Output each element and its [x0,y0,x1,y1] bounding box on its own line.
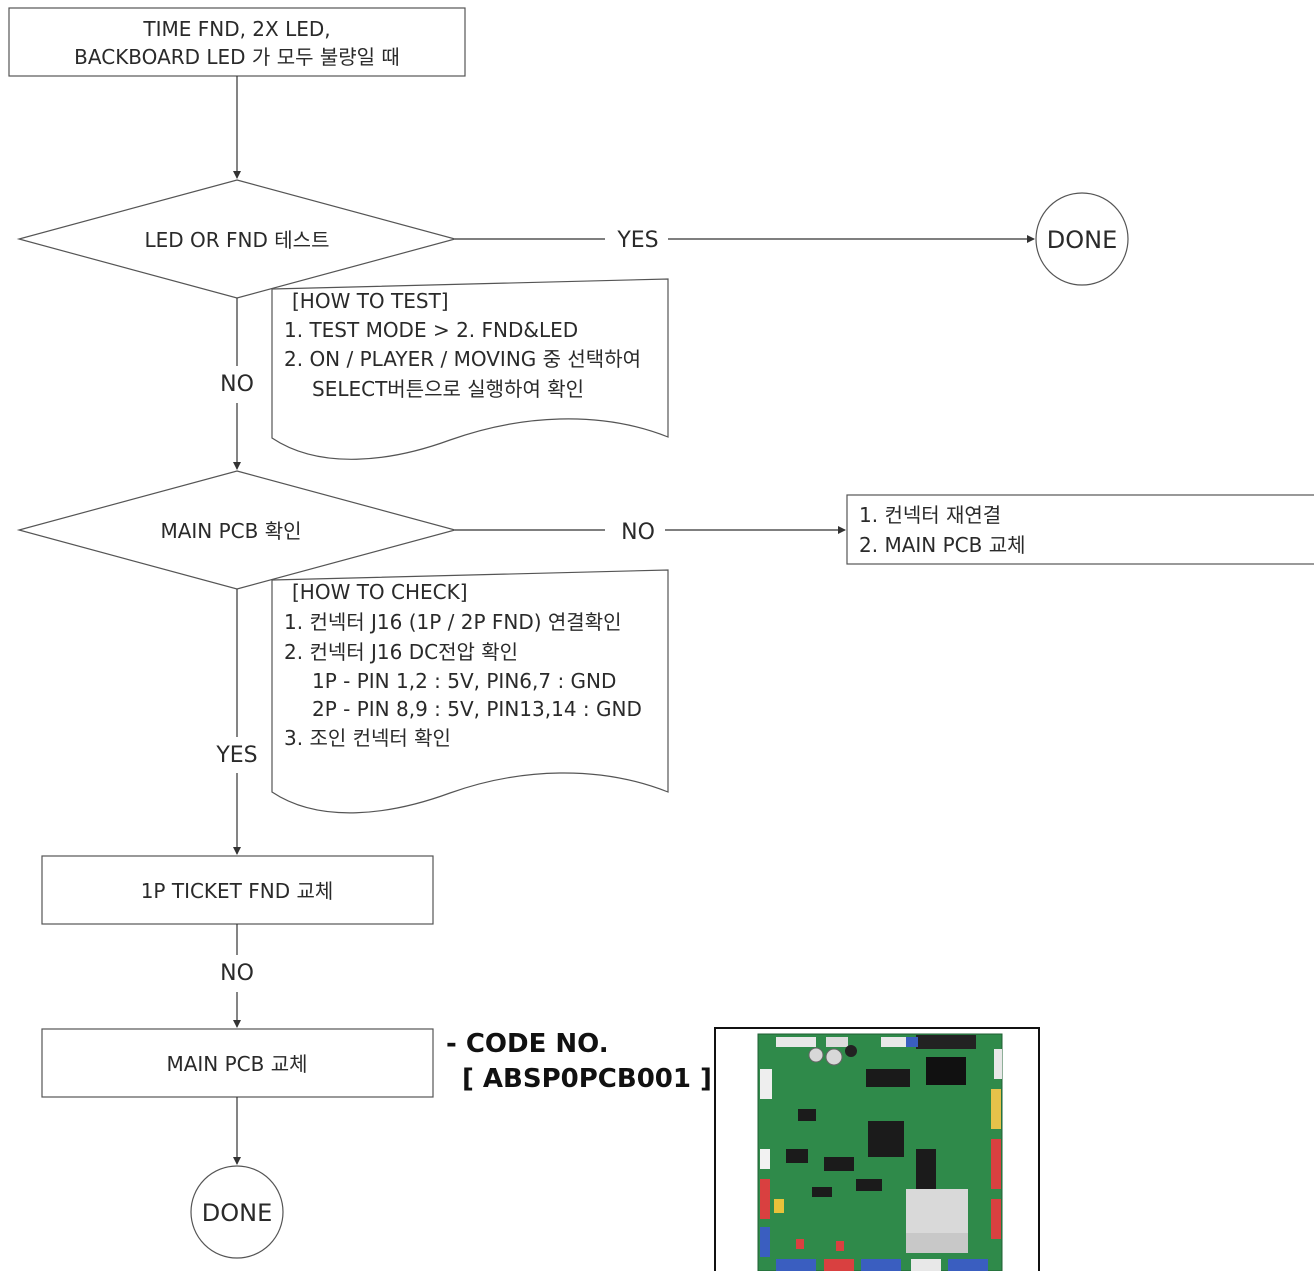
decision1-label: LED OR FND 테스트 [145,228,330,252]
ticket-fnd-replace-box: 1P TICKET FND 교체 [41,855,434,925]
step2-label: MAIN PCB 교체 [166,1052,307,1076]
note1-line-4: SELECT버튼으로 실행하여 확인 [312,377,584,401]
code-no-label: - CODE NO. [446,1029,609,1059]
note2-line-5: 2P - PIN 8,9 : 5V, PIN13,14 : GND [312,697,642,721]
pcb-board-image [757,1033,1003,1272]
done2-label: DONE [202,1199,273,1227]
note2-line-6: 3. 조인 컨넥터 확인 [284,726,451,750]
start-line-2: BACKBOARD LED 가 모두 불량일 때 [74,45,400,69]
note2-line-3: 2. 컨넥터 J16 DC전압 확인 [284,640,518,664]
step1-no-label: NO [220,961,254,986]
decision2-yes-label: YES [215,743,257,768]
done-circle-2: DONE [190,1165,284,1259]
note2-line-2: 1. 컨넥터 J16 (1P / 2P FND) 연결확인 [284,610,622,634]
pcb-photo-frame [714,1027,1040,1272]
main-pcb-replace-box: MAIN PCB 교체 [41,1028,434,1098]
note1-line-1: [HOW TO TEST] [292,289,449,313]
step1-label: 1P TICKET FND 교체 [141,879,334,903]
decision2-label: MAIN PCB 확인 [160,519,301,543]
code-value: [ ABSP0PCB001 ] [462,1064,712,1094]
action-line-2: 2. MAIN PCB 교체 [859,533,1026,557]
note1-line-2: 1. TEST MODE > 2. FND&LED [284,318,578,342]
done1-label: DONE [1047,226,1118,254]
how-to-test-note: [HOW TO TEST] 1. TEST MODE > 2. FND&LED … [271,278,669,460]
note2-line-4: 1P - PIN 1,2 : 5V, PIN6,7 : GND [312,669,616,693]
start-box: TIME FND, 2X LED, BACKBOARD LED 가 모두 불량일… [8,7,466,77]
decision2-no-label: NO [621,520,655,545]
decision-main-pcb-check: MAIN PCB 확인 [16,470,458,590]
action-line-1: 1. 컨넥터 재연결 [859,503,1001,527]
decision1-no-label: NO [220,372,254,397]
how-to-check-note: [HOW TO CHECK] 1. 컨넥터 J16 (1P / 2P FND) … [271,569,669,814]
start-line-1: TIME FND, 2X LED, [142,17,330,41]
done-circle-1: DONE [1035,192,1129,286]
note1-line-3: 2. ON / PLAYER / MOVING 중 선택하여 [284,347,641,371]
decision-led-fnd-test: LED OR FND 테스트 [16,179,458,299]
decision1-yes-label: YES [616,228,658,253]
action-reconnect-box: 1. 컨넥터 재연결 2. MAIN PCB 교체 [846,494,1314,565]
note2-line-1: [HOW TO CHECK] [292,580,468,604]
